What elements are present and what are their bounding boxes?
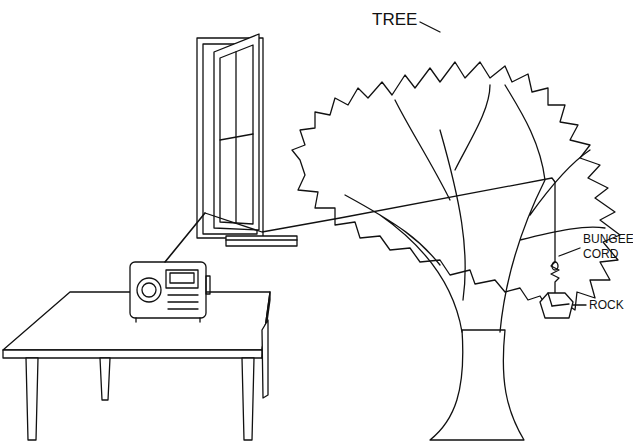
tree-trunk [430, 330, 524, 440]
radio-antenna [165, 213, 205, 262]
bungee-cord [551, 262, 559, 294]
tree-canopy [292, 62, 620, 312]
part-label: TREE [372, 10, 432, 30]
leader-line [573, 304, 586, 305]
table-leg [26, 358, 38, 440]
leader-line [420, 22, 440, 32]
radio-body [130, 262, 206, 318]
window-sash [214, 34, 259, 230]
leader-line [559, 248, 580, 256]
tree-branches [345, 85, 605, 332]
antenna-wire [205, 178, 555, 262]
part-label: BUNGEE CORD [583, 232, 633, 262]
part-label: ROCK [589, 298, 633, 313]
window-sill [226, 236, 297, 246]
rock [540, 293, 573, 318]
